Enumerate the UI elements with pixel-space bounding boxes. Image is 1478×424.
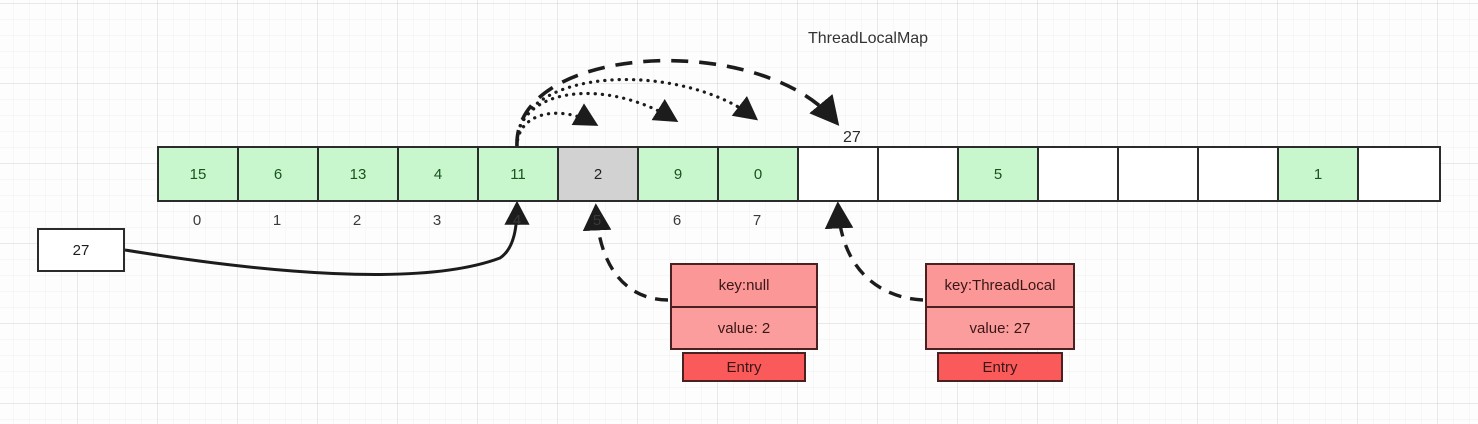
diagram-title: ThreadLocalMap <box>808 30 929 47</box>
table-slot-6[interactable]: 9 <box>639 148 719 200</box>
index-label-5: 5 <box>592 212 602 229</box>
source-value-box[interactable]: 27 <box>37 228 125 272</box>
entry-key-row: key:ThreadLocal <box>925 263 1075 308</box>
table-slot-9[interactable] <box>879 148 959 200</box>
index-label-0: 0 <box>192 212 202 229</box>
index-label-7: 7 <box>752 212 762 229</box>
entry-value-row: value: 2 <box>670 308 818 350</box>
entry-type-label: Entry <box>937 352 1063 382</box>
index-label-2: 2 <box>352 212 362 229</box>
table-slot-4[interactable]: 11 <box>479 148 559 200</box>
table-slot-5[interactable]: 2 <box>559 148 639 200</box>
index-label-1: 1 <box>272 212 282 229</box>
index-label-4: 4 <box>512 212 522 229</box>
table-slot-1[interactable]: 6 <box>239 148 319 200</box>
insert-value-label: 27 <box>843 129 861 146</box>
entry-value-row: value: 27 <box>925 308 1075 350</box>
entry-key-row: key:null <box>670 263 818 308</box>
table-slot-0[interactable]: 15 <box>159 148 239 200</box>
table-slot-11[interactable] <box>1039 148 1119 200</box>
index-label-6: 6 <box>672 212 682 229</box>
table-slot-14[interactable]: 1 <box>1279 148 1359 200</box>
table-slot-8[interactable] <box>799 148 879 200</box>
table-slot-7[interactable]: 0 <box>719 148 799 200</box>
entry-box-new[interactable]: key:ThreadLocal value: 27 Entry <box>925 263 1075 382</box>
table-slot-2[interactable]: 13 <box>319 148 399 200</box>
table-slot-10[interactable]: 5 <box>959 148 1039 200</box>
entry-box-stale[interactable]: key:null value: 2 Entry <box>670 263 818 382</box>
table-slot-13[interactable] <box>1199 148 1279 200</box>
entry-type-label: Entry <box>682 352 806 382</box>
table-slot-3[interactable]: 4 <box>399 148 479 200</box>
index-label-3: 3 <box>432 212 442 229</box>
table-slot-15[interactable] <box>1359 148 1439 200</box>
table-slot-12[interactable] <box>1119 148 1199 200</box>
